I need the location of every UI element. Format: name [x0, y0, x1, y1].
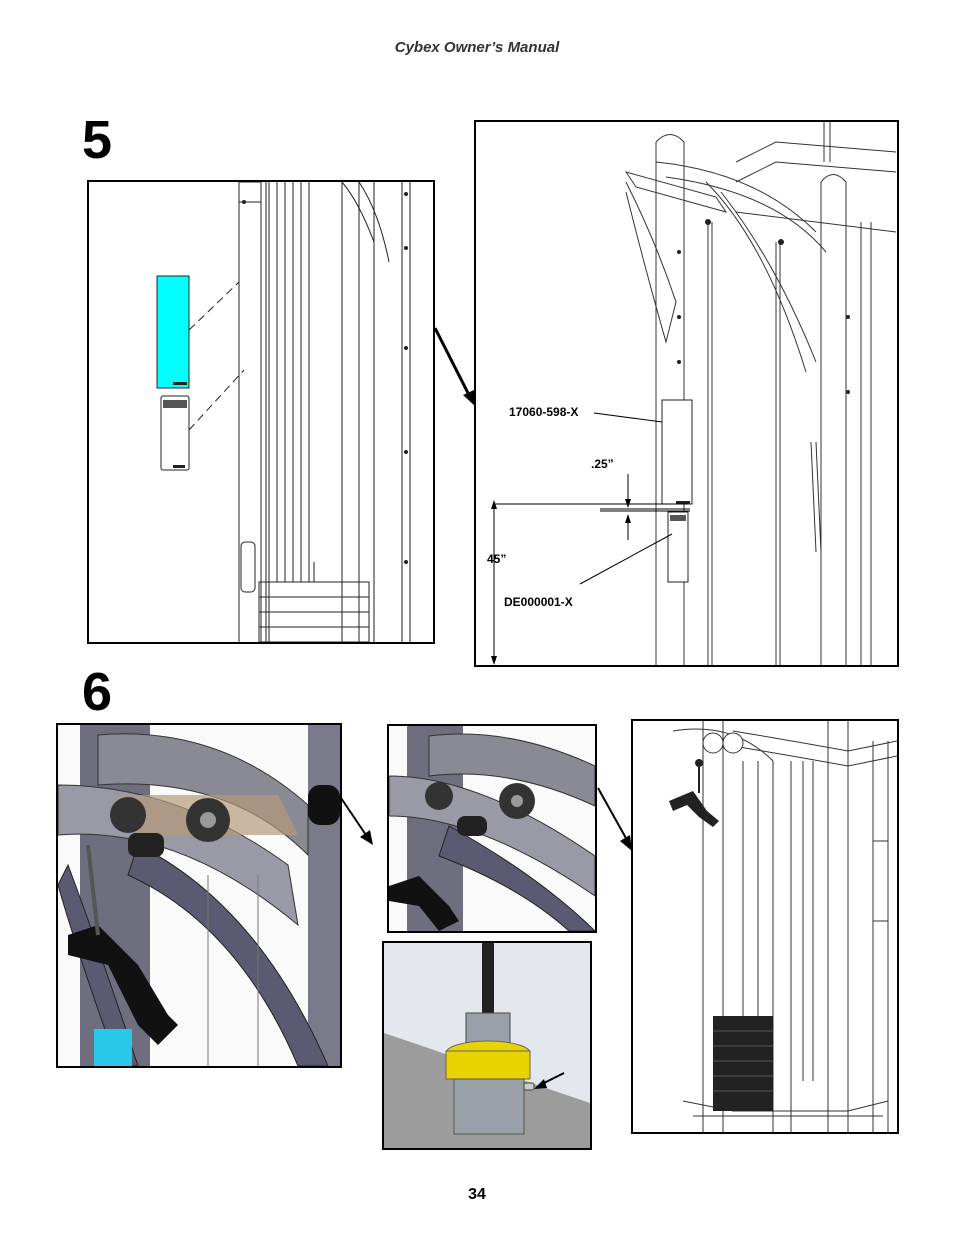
machine-frame-drawing [476, 122, 897, 665]
manual-header: Cybex Owner’s Manual [0, 39, 954, 56]
step-6-number: 6 [82, 665, 112, 719]
height-dimension-label: 45” [487, 552, 506, 566]
pointer-arrow [430, 325, 480, 410]
pointer-arrow-2 [338, 795, 383, 850]
handle-closeup-drawing [58, 725, 340, 1066]
step-6-full-machine [631, 719, 899, 1134]
step-6-pin-closeup [382, 941, 592, 1150]
step-5-number: 5 [82, 113, 112, 167]
part-label-upper: 17060-598-X [509, 405, 578, 419]
pulley-view-drawing [389, 726, 595, 931]
step-6-pulley-view [387, 724, 597, 933]
page-number: 34 [0, 1186, 954, 1204]
part-label-lower: DE000001-X [504, 595, 573, 609]
decal-placement-drawing [89, 182, 433, 642]
step-5-decal-closeup [87, 180, 435, 644]
pin-closeup-drawing [384, 943, 590, 1148]
step-6-handle-closeup [56, 723, 342, 1068]
step-5-machine-view: 17060-598-X .25” 45” DE000001-X [474, 120, 899, 667]
full-machine-drawing [633, 721, 897, 1132]
gap-dimension-label: .25” [591, 457, 614, 471]
